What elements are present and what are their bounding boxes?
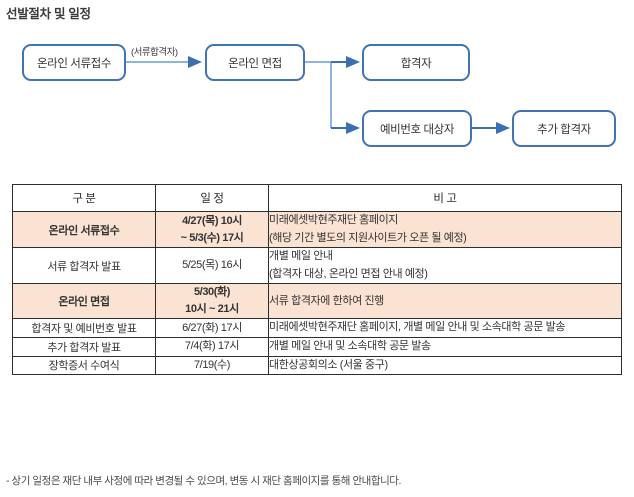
diagram-node-interview-label: 온라인 면접	[228, 57, 282, 70]
table-header-row: 구 분 일 정 비 고	[12, 184, 622, 212]
diagram-edge-label-document-passer: (서류합격자)	[131, 47, 178, 58]
cell-note: 미래에셋박현주재단 홈페이지 (해당 기간 별도의 지원사이트가 오픈 될 예정)	[268, 210, 622, 249]
schedule-line: 7/4(화) 17시	[184, 340, 240, 353]
schedule-change-notice: - 상기 일정은 재단 내부 사정에 따라 변경될 수 있으며, 변동 시 재단…	[6, 475, 401, 487]
cell-category: 추가 합격자 발표	[12, 337, 156, 357]
diagram-node-interview[interactable]: 온라인 면접	[205, 44, 305, 81]
schedule-line: 5/30(화)	[193, 286, 231, 299]
column-header-note: 비 고	[268, 184, 622, 212]
cell-category: 장학증서 수여식	[12, 355, 156, 376]
schedule-line: 5/25(목) 16시	[182, 259, 242, 272]
note-line: 서류 합격자에 한하여 진행	[269, 294, 384, 307]
table-row: 장학증서 수여식 7/19(수) 대한상공회의소 (서울 중구)	[12, 355, 622, 376]
cell-schedule: 5/30(화) 10시 ~ 21시	[155, 283, 269, 320]
cell-schedule: 4/27(목) 10시 ~ 5/3(수) 17시	[155, 210, 269, 249]
cell-note: 미래에셋박현주재단 홈페이지, 개별 메일 안내 및 소속대학 공문 발송	[268, 318, 622, 339]
table-row: 합격자 및 예비번호 발표 6/27(화) 17시 미래에셋박현주재단 홈페이지, …	[12, 318, 622, 339]
note-line: 미래에셋박현주재단 홈페이지, 개별 메일 안내 및 소속대학 공문 발송	[269, 321, 566, 334]
diagram-node-waitlist[interactable]: 예비번호 대상자	[362, 110, 472, 147]
diagram-node-pass-label: 합격자	[400, 57, 432, 70]
column-header-schedule: 일 정	[155, 184, 269, 212]
table-row: 온라인 서류접수 4/27(목) 10시 ~ 5/3(수) 17시 미래에셋박현주재단…	[12, 210, 622, 249]
cell-category: 온라인 서류접수	[12, 210, 156, 249]
cell-note: 대한상공회의소 (서울 중구)	[268, 355, 622, 376]
cell-category: 온라인 면접	[12, 283, 156, 320]
page-title: 선발절차 및 일정	[6, 7, 91, 21]
cell-note: 개별 메일 안내 (합격자 대상, 온라인 면접 안내 예정)	[268, 247, 622, 285]
diagram-node-pass[interactable]: 합격자	[362, 44, 470, 81]
note-line: (합격자 대상, 온라인 면접 안내 예정)	[269, 267, 428, 280]
diagram-node-apply[interactable]: 온라인 서류접수	[22, 44, 126, 81]
cell-note: 서류 합격자에 한하여 진행	[268, 283, 622, 320]
selection-process-diagram: 온라인 서류접수 (서류합격자) 온라인 면접 합격자 예비번호 대상자 추가 …	[0, 30, 634, 170]
schedule-line: 7/19(수)	[193, 358, 231, 371]
cell-schedule: 7/19(수)	[155, 355, 269, 376]
schedule-line: 6/27(화) 17시	[182, 321, 242, 334]
diagram-node-extra-pass[interactable]: 추가 합격자	[512, 110, 616, 147]
cell-category: 서류 합격자 발표	[12, 247, 156, 285]
schedule-line: 10시 ~ 21시	[185, 303, 239, 316]
cell-schedule: 6/27(화) 17시	[155, 318, 269, 339]
column-header-category: 구 분	[12, 184, 156, 212]
note-line: 개별 메일 안내 및 소속대학 공문 발송	[269, 340, 431, 353]
schedule-line: ~ 5/3(수) 17시	[180, 231, 244, 244]
note-line: 개별 메일 안내	[269, 250, 333, 263]
schedule-table: 구 분 일 정 비 고 온라인 서류접수 4/27(목) 10시 ~ 5/3(수) …	[12, 184, 622, 376]
diagram-connectors	[126, 56, 510, 134]
note-line: (해당 기간 별도의 지원사이트가 오픈 될 예정)	[269, 231, 467, 244]
table-row: 추가 합격자 발표 7/4(화) 17시 개별 메일 안내 및 소속대학 공문 발송	[12, 337, 622, 357]
diagram-node-extra-pass-label: 추가 합격자	[537, 123, 591, 136]
note-line: 미래에셋박현주재단 홈페이지	[269, 214, 399, 226]
note-line: 대한상공회의소 (서울 중구)	[269, 358, 388, 371]
cell-schedule: 5/25(목) 16시	[155, 247, 269, 285]
table-row: 온라인 면접 5/30(화) 10시 ~ 21시 서류 합격자에 한하여 진행	[12, 283, 622, 320]
cell-category: 합격자 및 예비번호 발표	[12, 318, 156, 339]
diagram-node-apply-label: 온라인 서류접수	[36, 57, 112, 70]
cell-schedule: 7/4(화) 17시	[155, 337, 269, 357]
diagram-node-waitlist-label: 예비번호 대상자	[379, 123, 455, 136]
cell-note: 개별 메일 안내 및 소속대학 공문 발송	[268, 337, 622, 357]
schedule-line: 4/27(목) 10시	[182, 214, 242, 227]
table-row: 서류 합격자 발표 5/25(목) 16시 개별 메일 안내 (합격자 대상, 온라인…	[12, 247, 622, 285]
